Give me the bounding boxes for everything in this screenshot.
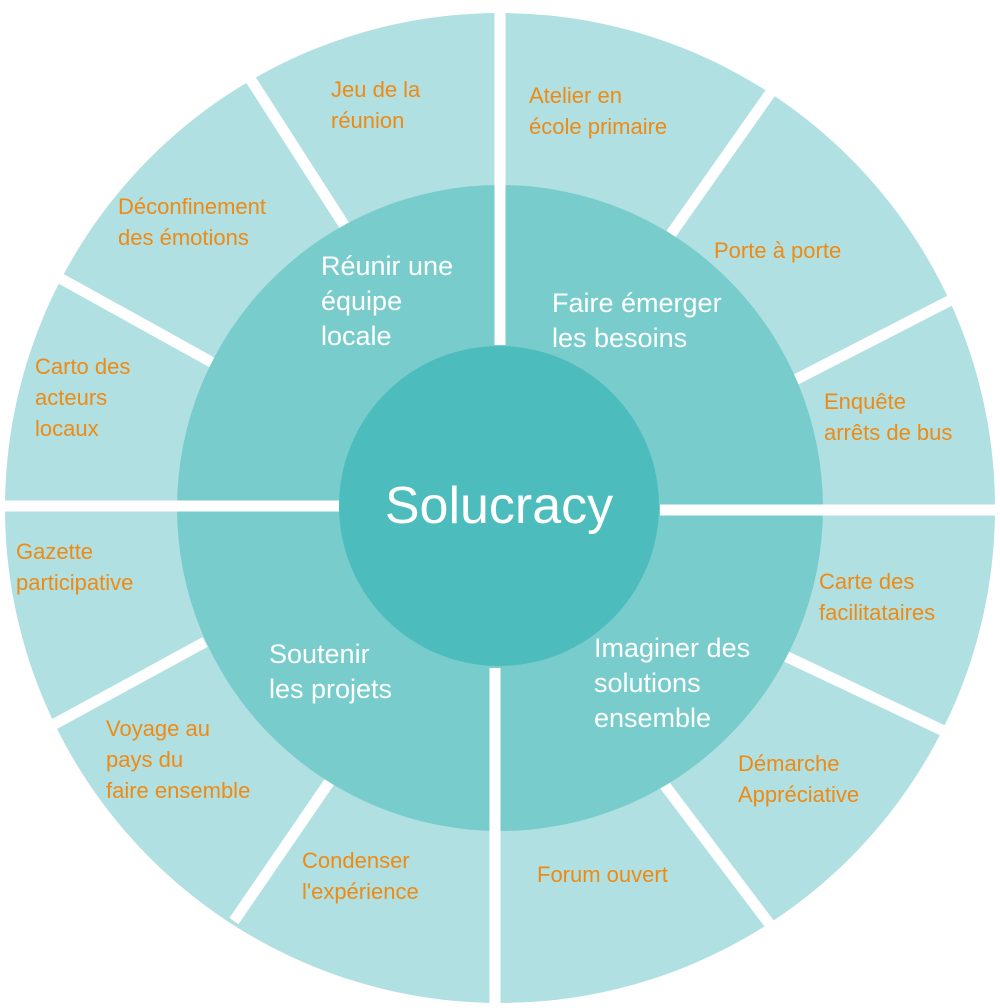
outer-separator-7 <box>46 637 208 732</box>
activity-forum-ouvert: Forum ouvert <box>537 862 668 887</box>
outer-separator-5 <box>655 775 776 930</box>
activity-jeu-de-la-reunion: Jeu de la réunion <box>331 77 421 133</box>
outer-separator-6 <box>229 774 337 925</box>
outer-separator-3 <box>788 295 954 387</box>
center-circle <box>339 346 659 666</box>
activity-voyage-faire-ensemble: Voyage au pays du faire ensemble <box>106 716 251 803</box>
quadrant-soutenir-projets: Soutenir les projets <box>269 639 393 704</box>
quadrant-imaginer-solutions: Imaginer des solutions ensemble <box>594 633 751 733</box>
outer-separator-1 <box>246 77 351 231</box>
activity-porte-a-porte: Porte à porte <box>714 238 842 263</box>
activity-atelier-ecole-primaire: Atelier en école primaire <box>529 83 668 139</box>
outer-separator-8 <box>53 271 216 368</box>
inner-separators <box>170 180 830 836</box>
outer-separator-4 <box>778 649 949 737</box>
quadrant-reunir-equipe: Réunir une équipe locale <box>321 251 454 351</box>
diagram-title: Solucracy <box>384 477 614 535</box>
activity-condenser-experience: Condenser l'expérience <box>302 848 419 904</box>
activity-carto-acteurs-locaux: Carto des acteurs locaux <box>35 354 131 441</box>
activity-deconfinement-emotions: Déconfinement des émotions <box>118 194 266 250</box>
activity-enquete-arrets-bus: Enquête arrêts de bus <box>824 389 953 445</box>
activity-carte-facilitataires: Carte des facilitataires <box>819 569 936 625</box>
activity-gazette-participative: Gazette participative <box>16 539 134 595</box>
outer-separator-2 <box>666 88 776 238</box>
quadrant-faire-emerger: Faire émerger les besoins <box>552 288 722 353</box>
activity-demarche-appreciative: Démarche Appréciative <box>738 751 860 807</box>
